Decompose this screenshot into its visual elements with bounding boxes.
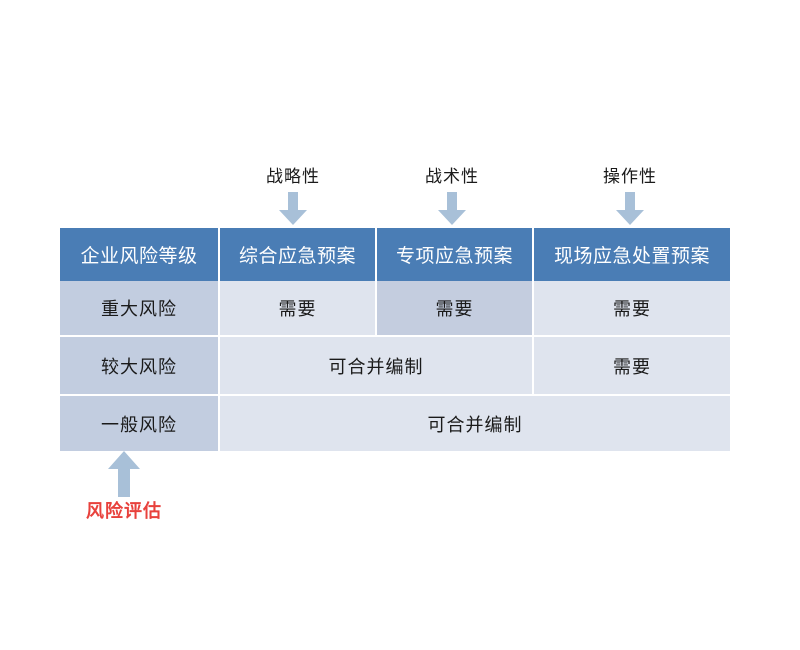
annotation-label-risk-assessment: 风险评估 — [86, 501, 162, 522]
cell-general-merged: 可合并编制 — [219, 395, 730, 451]
arrow-up-icon-risk-assessment — [107, 450, 141, 498]
table-row: 较大风险 可合并编制 需要 — [60, 336, 730, 396]
arrow-down-icon-strategic — [278, 192, 308, 226]
emergency-plan-matrix-table: 企业风险等级 综合应急预案 专项应急预案 现场应急处置预案 重大风险 需要 需要… — [60, 228, 730, 451]
column-header-onsite-plan: 现场应急处置预案 — [533, 228, 730, 281]
annotation-label-tactical: 战术性 — [425, 167, 479, 187]
cell-relmajor-onsite: 需要 — [533, 336, 730, 396]
annotation-label-strategic: 战略性 — [266, 167, 320, 187]
cell-major-onsite: 需要 — [533, 281, 730, 337]
row-header-general-risk: 一般风险 — [60, 395, 220, 451]
column-header-risk-level: 企业风险等级 — [60, 228, 220, 281]
table-row: 一般风险 可合并编制 — [60, 395, 730, 451]
cell-relmajor-merged: 可合并编制 — [219, 336, 534, 396]
row-header-major-risk: 重大风险 — [60, 281, 220, 337]
column-header-special-plan: 专项应急预案 — [376, 228, 534, 281]
arrow-down-icon-tactical — [437, 192, 467, 226]
cell-major-comprehensive: 需要 — [219, 281, 377, 337]
row-header-relatively-major-risk: 较大风险 — [60, 336, 220, 396]
cell-major-special: 需要 — [376, 281, 534, 337]
arrow-down-icon-operational — [615, 192, 645, 226]
annotation-label-operational: 操作性 — [603, 167, 657, 187]
table-row: 重大风险 需要 需要 需要 — [60, 281, 730, 337]
column-header-comprehensive-plan: 综合应急预案 — [219, 228, 377, 281]
table-header-row: 企业风险等级 综合应急预案 专项应急预案 现场应急处置预案 — [60, 228, 730, 281]
